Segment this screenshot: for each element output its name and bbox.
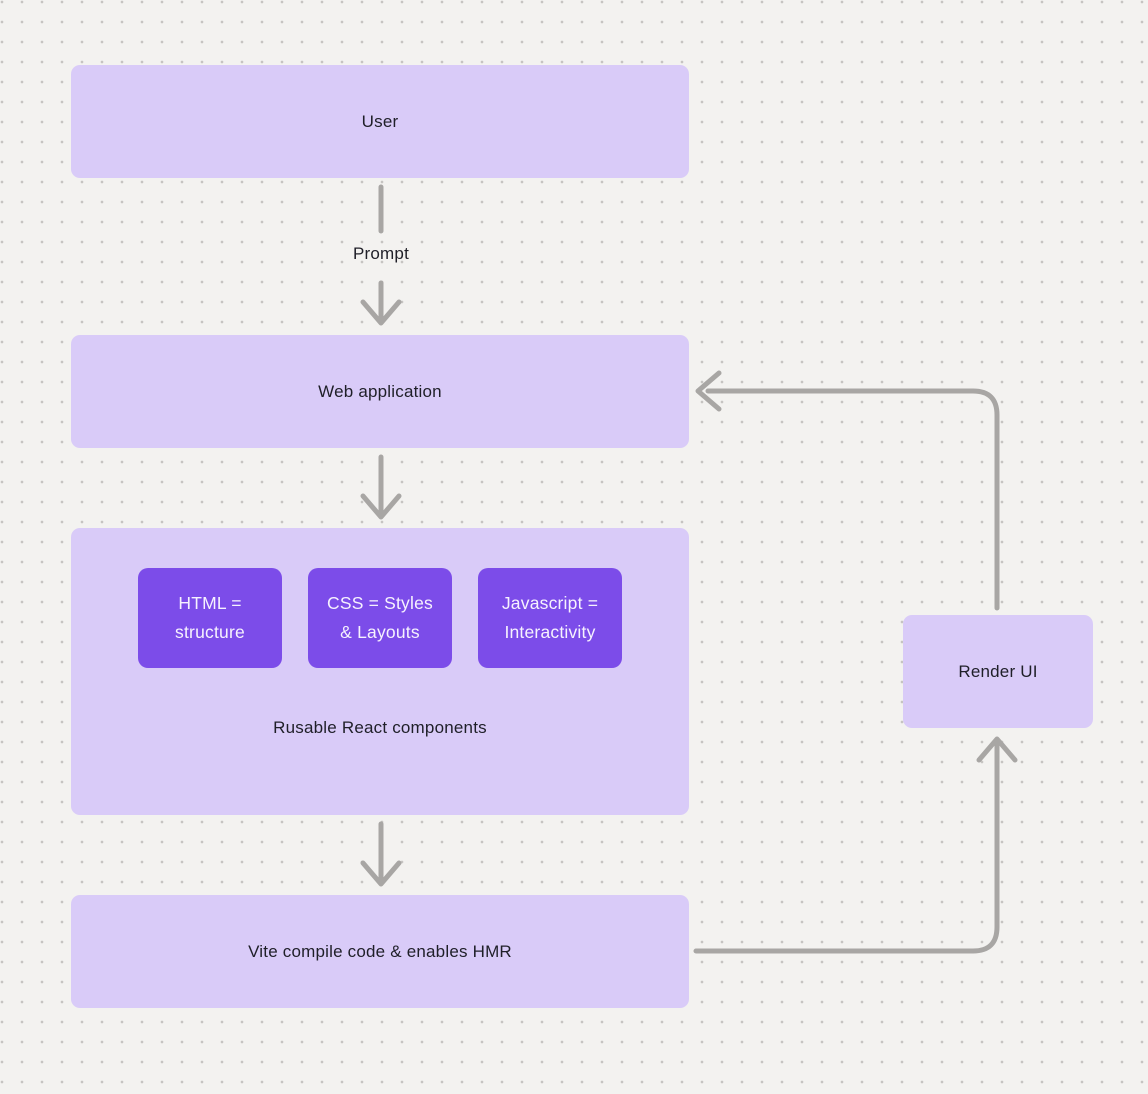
chip-html-label: HTML = structure xyxy=(175,593,245,642)
node-user-label: User xyxy=(361,111,399,131)
arrow-down-icon xyxy=(360,493,402,520)
node-components-group[interactable]: HTML = structure CSS = Styles & Layouts … xyxy=(71,528,689,815)
node-render-ui[interactable]: Render UI xyxy=(903,615,1093,728)
node-user[interactable]: User xyxy=(71,65,689,178)
edge-renderui-to-webapp[interactable] xyxy=(705,388,1000,611)
chip-javascript[interactable]: Javascript = Interactivity xyxy=(478,568,622,668)
arrow-down-icon xyxy=(360,299,402,326)
node-web-application-label: Web application xyxy=(318,381,442,401)
chip-javascript-label: Javascript = Interactivity xyxy=(501,593,599,642)
chip-html[interactable]: HTML = structure xyxy=(138,568,282,668)
chip-css[interactable]: CSS = Styles & Layouts xyxy=(308,568,452,668)
node-render-ui-label: Render UI xyxy=(958,661,1038,681)
arrow-left-icon xyxy=(695,370,722,412)
chip-css-label: CSS = Styles & Layouts xyxy=(327,593,433,642)
edge-vite-to-renderui[interactable] xyxy=(693,741,1000,954)
components-group-caption: Rusable React components xyxy=(273,718,487,737)
node-web-application[interactable]: Web application xyxy=(71,335,689,448)
arrow-up-icon xyxy=(976,736,1018,763)
node-vite-label: Vite compile code & enables HMR xyxy=(248,941,512,961)
edge-label-prompt: Prompt xyxy=(353,244,409,263)
arrow-down-icon xyxy=(360,860,402,887)
node-vite[interactable]: Vite compile code & enables HMR xyxy=(71,895,689,1008)
